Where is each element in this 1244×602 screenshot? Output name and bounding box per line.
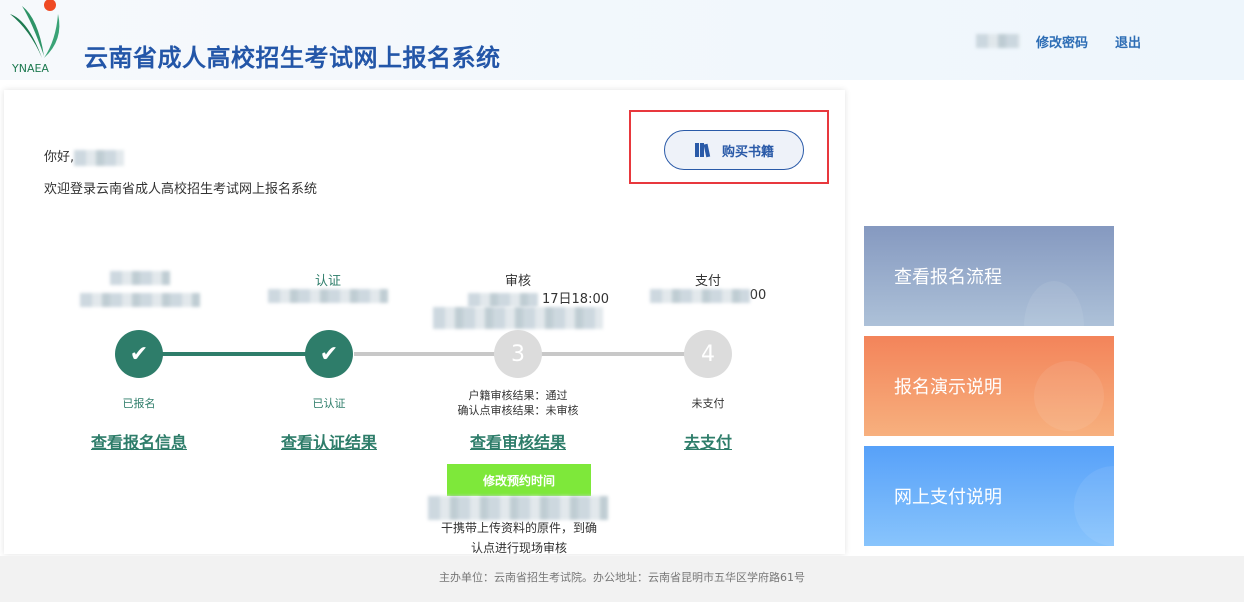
blurred	[110, 271, 170, 285]
card-payment-instructions[interactable]: 网上支付说明	[864, 446, 1114, 546]
step-4-header: 支付 00	[613, 270, 803, 303]
blurred	[428, 496, 608, 520]
step-3-status: 户籍审核结果：通过确认点审核结果：未审核	[418, 388, 618, 418]
step-time: 00	[749, 288, 767, 303]
view-certification-link[interactable]: 查看认证结果	[280, 433, 377, 452]
status-line: 户籍审核结果：通过	[468, 389, 568, 402]
step-2-check-icon: ✔	[305, 330, 353, 378]
blurred	[80, 293, 200, 307]
books-icon	[694, 143, 711, 158]
buy-books-label: 购买书籍	[721, 144, 774, 160]
view-registration-link[interactable]: 查看报名信息	[90, 433, 187, 452]
header: YNAEA 云南省成人高校招生考试网上报名系统 修改密码 退出	[0, 0, 1244, 80]
greeting: 你好,	[44, 146, 125, 166]
blurred	[467, 292, 538, 307]
blurred	[433, 307, 603, 329]
status-line: 确认点审核结果：未审核	[457, 404, 579, 417]
step-title: 审核	[504, 274, 531, 289]
step-1-status: 已报名	[122, 397, 156, 410]
card-label: 报名演示说明	[894, 377, 1002, 398]
card-label: 查看报名流程	[894, 267, 1002, 288]
note-text: 干携带上传资料的原件，到确认点进行现场审核	[404, 518, 634, 558]
logout-link[interactable]: 退出	[1115, 36, 1142, 51]
blurred	[649, 288, 750, 303]
step-2-status: 已认证	[312, 397, 346, 410]
go-pay-link[interactable]: 去支付	[683, 433, 732, 452]
card-registration-process[interactable]: 查看报名流程	[864, 226, 1114, 326]
step-1-header	[45, 270, 235, 311]
ynaea-logo: YNAEA	[8, 0, 64, 78]
welcome-text: 欢迎登录云南省成人高校招生考试网上报名系统	[44, 182, 318, 197]
buy-books-button[interactable]: 购买书籍	[664, 130, 804, 170]
step-3-circle: 3	[494, 330, 542, 378]
step-4-circle: 4	[684, 330, 732, 378]
step-4-status: 未支付	[691, 397, 725, 410]
star-decoration	[1034, 361, 1104, 431]
note-line: 干携带上传资料的原件，到确	[440, 521, 597, 535]
blurred-name	[74, 149, 125, 166]
username-link[interactable]	[976, 34, 1020, 48]
reschedule-button[interactable]: 修改预约时间	[447, 464, 591, 496]
footer: 主办单位：云南省招生考试院。办公地址：云南省昆明市五华区学府路61号	[0, 556, 1244, 602]
blurred	[268, 289, 388, 303]
view-review-link[interactable]: 查看审核结果	[469, 433, 566, 452]
step-2-header: 认证	[233, 270, 423, 307]
step-title: 认证	[314, 274, 341, 289]
card-label: 网上支付说明	[894, 487, 1002, 508]
progress-line-done	[162, 352, 322, 356]
logo-text: YNAEA	[12, 62, 49, 75]
main-panel: 你好, 欢迎登录云南省成人高校招生考试网上报名系统 购买书籍 认证 审核 17日…	[4, 90, 845, 555]
step-1-check-icon: ✔	[115, 330, 163, 378]
note-line: 认点进行现场审核	[470, 541, 567, 555]
decoration	[1024, 281, 1084, 326]
greeting-text: 你好,	[44, 150, 75, 165]
decoration	[1074, 466, 1114, 546]
step-3-header: 审核 17日18:00	[423, 270, 613, 333]
step-time: 17日18:00	[541, 292, 609, 307]
highlight-box	[629, 110, 829, 184]
change-password-link[interactable]: 修改密码	[1036, 36, 1089, 51]
site-title: 云南省成人高校招生考试网上报名系统	[84, 44, 501, 72]
card-demo-instructions[interactable]: 报名演示说明	[864, 336, 1114, 436]
step-title: 支付	[694, 274, 721, 289]
